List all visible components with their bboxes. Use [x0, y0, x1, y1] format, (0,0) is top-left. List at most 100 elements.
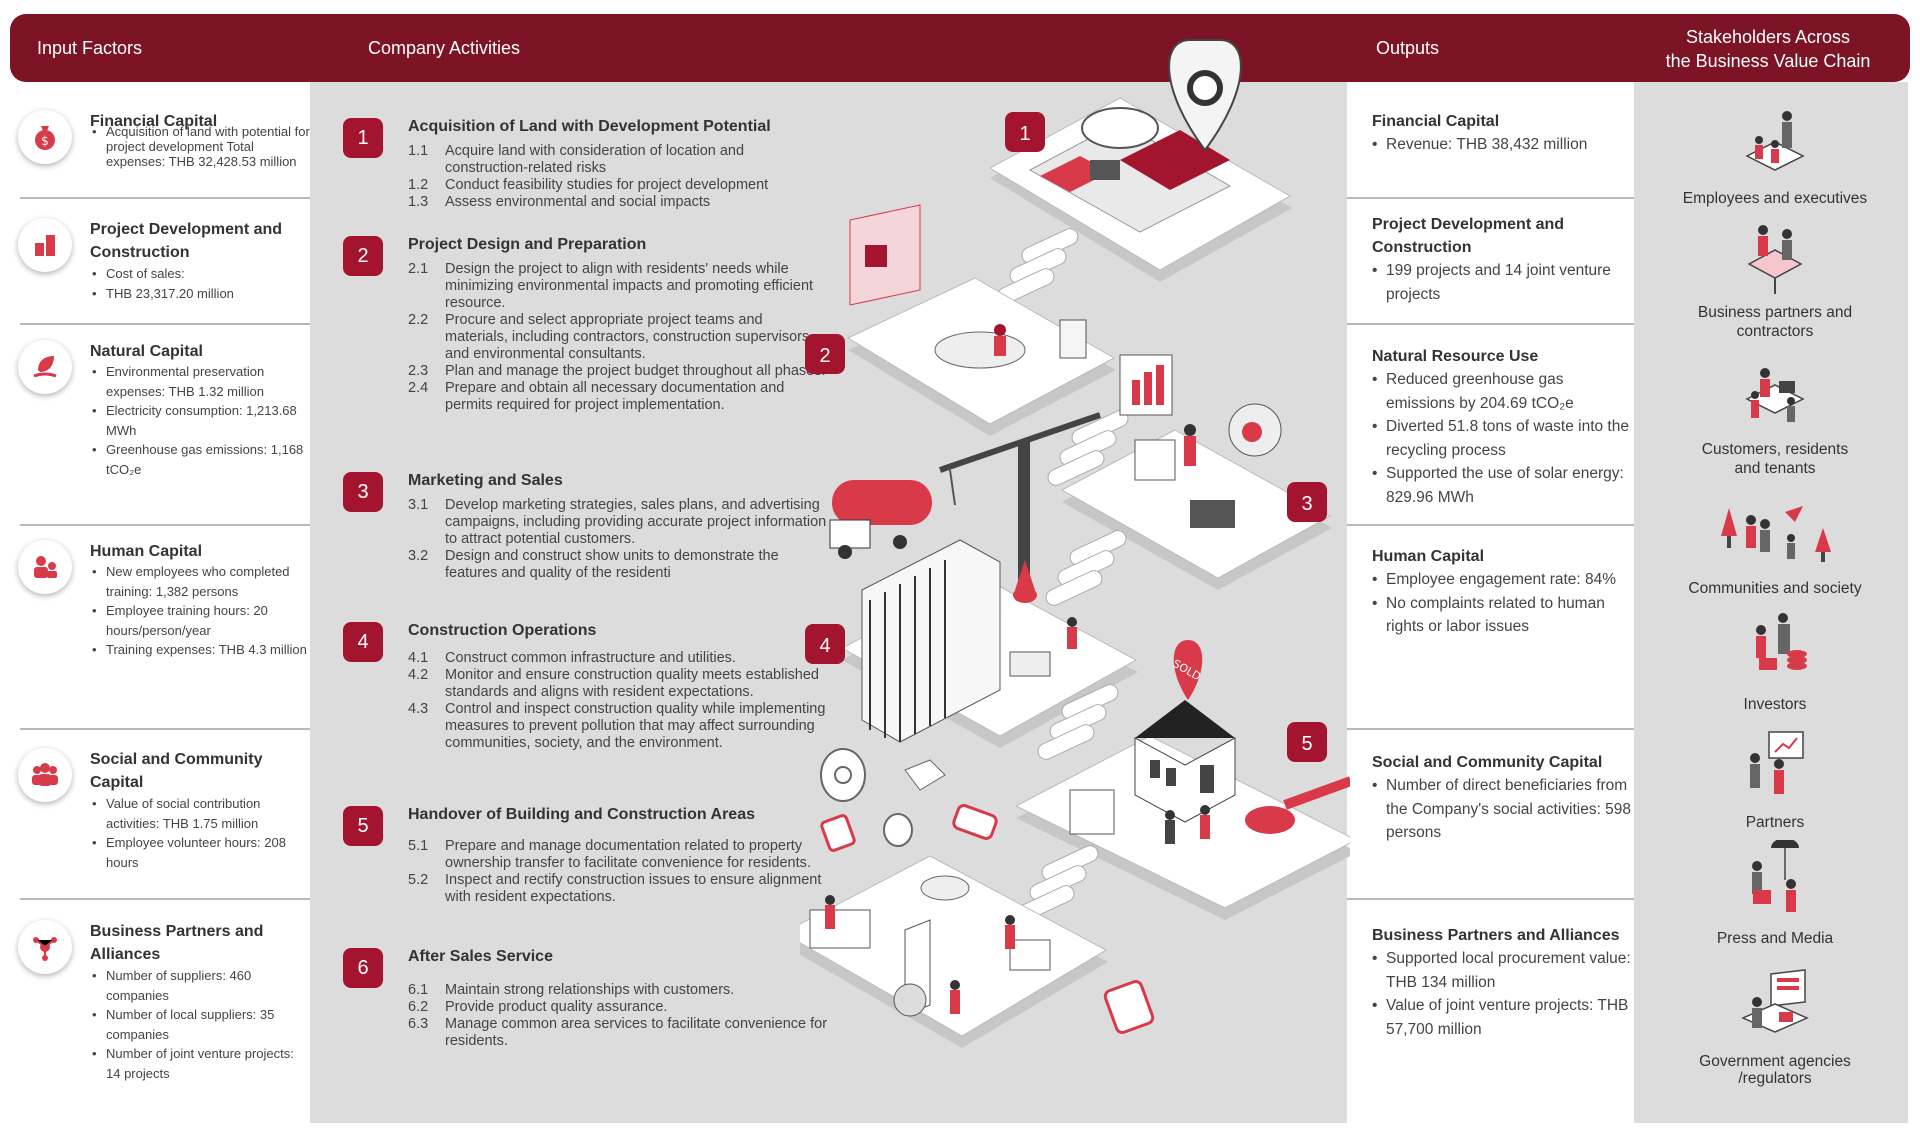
laptop-desk-icon [1741, 969, 1809, 1033]
step-number: 5.2 [408, 872, 429, 888]
money-bag-icon: $ [18, 110, 72, 164]
input-list: Value of social contribution activities:… [90, 794, 310, 872]
isometric-illustration: SOLD 1 2 [800, 39, 1350, 1048]
output-title: Human Capital [1372, 548, 1485, 565]
input-list-item: Environmental preservation expenses: THB… [90, 362, 310, 401]
input-list-item: Employee volunteer hours: 208 hours [90, 833, 310, 872]
output-title: Project Development and Construction [1372, 216, 1565, 256]
step-text: Prepare and manage documentation related… [445, 838, 811, 871]
stakeholder-label: Investors [1743, 696, 1807, 713]
people-icon [18, 540, 72, 594]
output-list-item: Number of direct beneficiaries from the … [1372, 774, 1634, 845]
input-title: Project Development and Construction [90, 221, 283, 261]
output-financial-capital: Financial Capital Revenue: THB 38,432 mi… [1372, 110, 1634, 157]
badge-4-text: 4 [819, 635, 830, 657]
step-text: Design the project to align with residen… [445, 261, 814, 311]
header-input-factors: Input Factors [37, 38, 143, 58]
step-number: 4.2 [408, 667, 429, 683]
platform-2-design [846, 204, 1116, 436]
stakeholder-label: Employees and executives [1682, 190, 1868, 207]
activity-title: Acquisition of Land with Development Pot… [408, 118, 771, 135]
input-list-item: Number of joint venture projects: 14 pro… [90, 1044, 310, 1083]
input-list-item: THB 23,317.20 million [90, 284, 310, 304]
output-human-capital: Human Capital Employee engagement rate: … [1372, 545, 1634, 639]
platform-3-marketing [1060, 354, 1332, 590]
customers-desk-icon [1745, 368, 1805, 422]
activity-badge: 6 [343, 948, 383, 988]
stakeholder-label: Communities and society [1688, 580, 1862, 597]
input-list-item: Value of social contribution activities:… [90, 794, 310, 833]
input-title: Business Partners and Alliances [90, 923, 264, 963]
step-text: Design and construct show units to demon… [445, 548, 779, 581]
presentation-board-icon [1750, 731, 1804, 794]
activity-step: 5.2 Inspect and rectify construction issu… [408, 872, 828, 906]
output-title: Business Partners and Alliances [1372, 927, 1620, 944]
badge-3-text: 3 [1301, 493, 1312, 515]
output-social-community: Social and Community Capital Number of d… [1372, 751, 1634, 845]
output-title: Natural Resource Use [1372, 348, 1539, 365]
input-divider [20, 323, 310, 325]
input-divider [20, 524, 310, 526]
illustration-badge-3: 3 [1287, 482, 1327, 522]
activity-badge: 2 [343, 236, 383, 276]
input-title: Natural Capital [90, 343, 203, 360]
stakeholder-customers: Customers, residents and tenants [1640, 355, 1910, 478]
header-stakeholders-line1: Stakeholders Across [1685, 27, 1851, 47]
output-project-development: Project Development and Construction 199… [1372, 213, 1634, 306]
input-list-item: Number of suppliers: 460 companies [90, 966, 310, 1005]
activity-title: Handover of Building and Construction Ar… [408, 806, 755, 823]
activity-title: Construction Operations [408, 622, 597, 639]
step-number: 1.3 [408, 194, 429, 210]
activity-step: 5.1 Prepare and manage documentation rela… [408, 838, 828, 872]
output-list-item: Reduced greenhouse gas emissions by 204.… [1372, 368, 1634, 415]
output-list-item: Supported local procurement value: THB 1… [1372, 947, 1634, 994]
output-list-item: 199 projects and 14 joint venture projec… [1372, 259, 1634, 306]
step-number: 5.1 [408, 838, 429, 854]
input-divider [20, 898, 310, 900]
input-list-item: Number of local suppliers: 35 companies [90, 1005, 310, 1044]
step-text: Develop marketing strategies, sales plan… [445, 497, 827, 547]
step-text: Inspect and rectify construction issues … [445, 872, 822, 905]
step-number: 2.3 [408, 363, 429, 379]
step-text: Provide product quality assurance. [445, 999, 668, 1015]
output-list: Reduced greenhouse gas emissions by 204.… [1372, 368, 1634, 509]
output-list-item: Value of joint venture projects: THB 57,… [1372, 994, 1634, 1041]
step-number: 2.4 [408, 380, 429, 396]
activity-title: After Sales Service [408, 948, 553, 965]
output-list-item: Employee engagement rate: 84% [1372, 568, 1634, 592]
header-company-activities: Company Activities [368, 38, 521, 58]
platform-1-land-acquisition [988, 39, 1292, 282]
input-title: Human Capital [90, 543, 203, 560]
output-list: Supported local procurement value: THB 1… [1372, 947, 1634, 1041]
step-number: 6.3 [408, 1016, 429, 1032]
input-list: Environmental preservation expenses: THB… [90, 362, 310, 479]
input-divider [20, 728, 310, 730]
activity-badge: 3 [343, 472, 383, 512]
input-list-item: Training expenses: THB 4.3 million [90, 640, 310, 660]
output-list: Number of direct beneficiaries from the … [1372, 774, 1634, 845]
community-icon [18, 748, 72, 802]
stakeholder-business-partners: Business partners and contractors [1640, 218, 1910, 341]
leaf-hand-icon [18, 340, 72, 394]
stakeholder-press-media: Press and Media [1640, 838, 1910, 948]
floating-icons [820, 748, 1155, 1034]
input-list-item: Electricity consumption: 1,213.68 MWh [90, 401, 310, 440]
input-list: New employees who completed training: 1,… [90, 562, 310, 660]
illustration-badge-1: 1 [1005, 112, 1045, 152]
stakeholder-communities: Communities and society [1640, 498, 1910, 598]
step-text: Procure and select appropriate project t… [445, 312, 814, 362]
output-business-partners: Business Partners and Alliances Supporte… [1372, 924, 1634, 1041]
steps-3-4 [1045, 530, 1127, 606]
badge-2-text: 2 [819, 345, 830, 367]
